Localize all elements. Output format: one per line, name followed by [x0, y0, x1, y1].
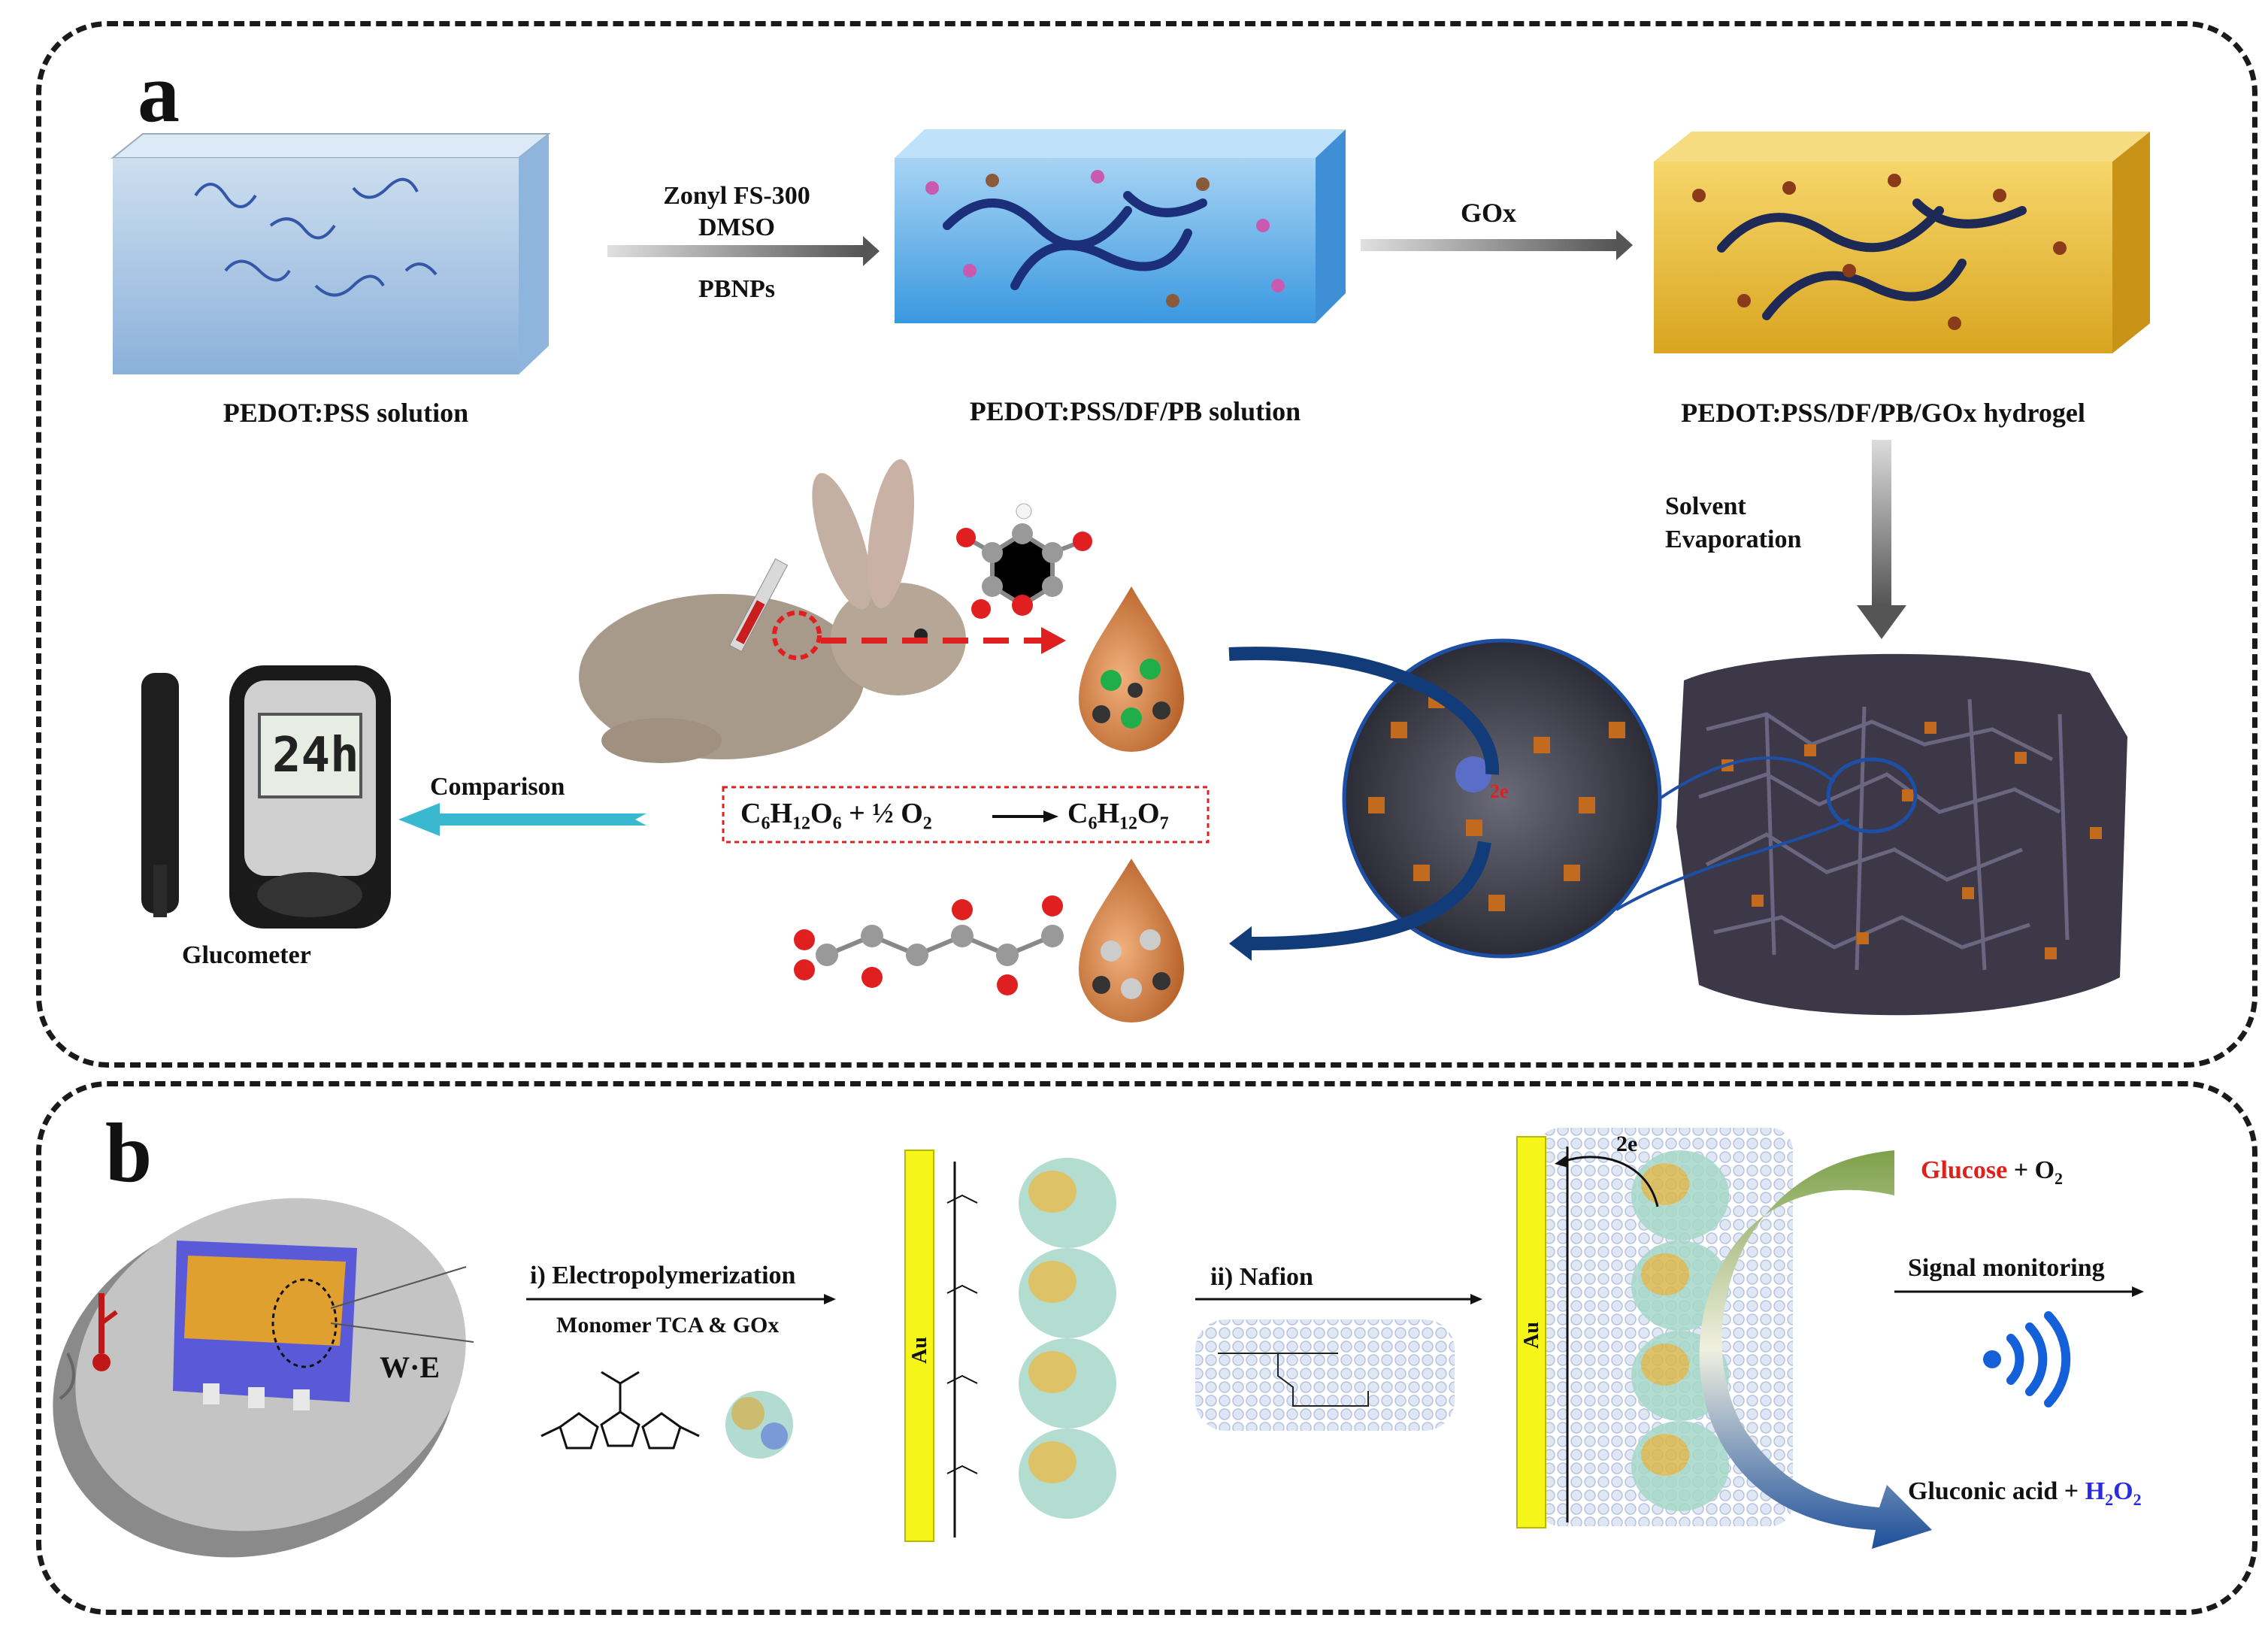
reaction-arrow — [992, 810, 1058, 823]
working-electrode-label: W·E — [380, 1350, 441, 1384]
polymer-gox-layer-1 — [946, 1158, 1116, 1538]
step1-electropolymerization: i) Electropolymerization — [530, 1262, 796, 1289]
hydrogel-caption: PEDOT:PSS/DF/PB/GOx hydrogel — [1681, 398, 2085, 428]
zoom-circle — [1342, 638, 1850, 959]
tca-monomer-structure — [541, 1371, 700, 1450]
pedot-pss-df-pb-solution-box — [895, 129, 1346, 323]
solution1-caption: PEDOT:PSS solution — [223, 398, 469, 428]
evaporation-label: Solvent Evaporation — [1665, 490, 1801, 556]
glucometer-device — [229, 665, 391, 929]
dark-blue-arrowhead — [1229, 926, 1252, 961]
glucometer-display: 24h — [272, 728, 359, 783]
comparison-arrow — [398, 803, 646, 836]
arrowhead-electropolymerization — [824, 1294, 836, 1304]
step1-monomer-label: Monomer TCA & GOx — [556, 1313, 780, 1338]
gluconic-acid-label: Gluconic acid + H2O2 — [1908, 1477, 2142, 1509]
evaporation-line2: Evaporation — [1665, 526, 1802, 553]
arrow-step2 — [1361, 230, 1633, 260]
gold-label-2: Au — [1519, 1322, 1543, 1349]
lancet-device — [141, 673, 179, 917]
reaction-products: C6H12O7 — [1067, 798, 1169, 834]
wireless-signal-icon — [1983, 1311, 2071, 1407]
pedot-pss-solution-box — [111, 133, 551, 374]
porous-electrode — [1676, 653, 2127, 1016]
usb-icon — [92, 1293, 118, 1371]
hydrogel-box — [1654, 132, 2150, 353]
nafion-structure — [1218, 1353, 1369, 1407]
signal-monitoring-label: Signal monitoring — [1908, 1254, 2105, 1282]
nafion-structure-box — [1195, 1319, 1455, 1431]
glucose-droplet — [1079, 586, 1184, 752]
arrowhead-signal — [2132, 1286, 2144, 1297]
dark-blue-curved-arrows — [1228, 647, 1500, 950]
gold-label-1: Au — [907, 1337, 931, 1364]
reagent-pbnps: PBNPs — [698, 275, 775, 303]
rabbit-illustration — [579, 459, 966, 763]
arrow-step1 — [607, 236, 880, 266]
panel-label-a: a — [138, 47, 180, 140]
reagent-zonyl: Zonyl FS-300 — [663, 182, 810, 210]
glucometer-caption: Glucometer — [182, 941, 311, 969]
comparison-label: Comparison — [430, 773, 565, 801]
gluconic-acid-molecule — [794, 895, 1064, 995]
arrow-evaporation — [1857, 440, 1906, 639]
reaction-sweep-arrow — [1699, 1150, 1932, 1549]
step2-nafion: ii) Nafion — [1210, 1263, 1313, 1291]
product-droplet — [1079, 859, 1184, 1022]
injection-site-marker — [772, 610, 822, 660]
step1-reagents: Zonyl FS-300 DMSO — [628, 180, 846, 244]
polymer-gox-layer-2 — [1555, 1147, 1729, 1522]
reagent-gox: GOx — [1460, 198, 1516, 228]
panel-label-b: b — [105, 1107, 153, 1200]
solution2-caption: PEDOT:PSS/DF/PB solution — [969, 396, 1301, 426]
reaction-box — [722, 786, 1210, 844]
sampling-arrowhead — [1041, 627, 1066, 654]
glucose-molecule — [956, 503, 1092, 619]
reaction-reactants: C6H12O6 + ½ O2 — [740, 798, 932, 834]
gold-electrode-2 — [1516, 1136, 1546, 1528]
arrowhead-nafion — [1470, 1294, 1482, 1304]
gold-electrode-1 — [904, 1150, 934, 1542]
panel-b-frame — [36, 1081, 2257, 1615]
electrode-chip — [173, 1241, 474, 1410]
zoom-electrons-label: 2e — [1490, 780, 1509, 802]
glucose-o2-label: Glucose + O2 — [1921, 1156, 2064, 1188]
evaporation-line1: Solvent — [1665, 492, 1746, 520]
reagent-dmso: DMSO — [698, 214, 775, 241]
gox-enzyme-small — [725, 1391, 793, 1459]
panel-a-frame — [36, 21, 2257, 1068]
panel-b-electrons-label: 2e — [1616, 1132, 1638, 1156]
